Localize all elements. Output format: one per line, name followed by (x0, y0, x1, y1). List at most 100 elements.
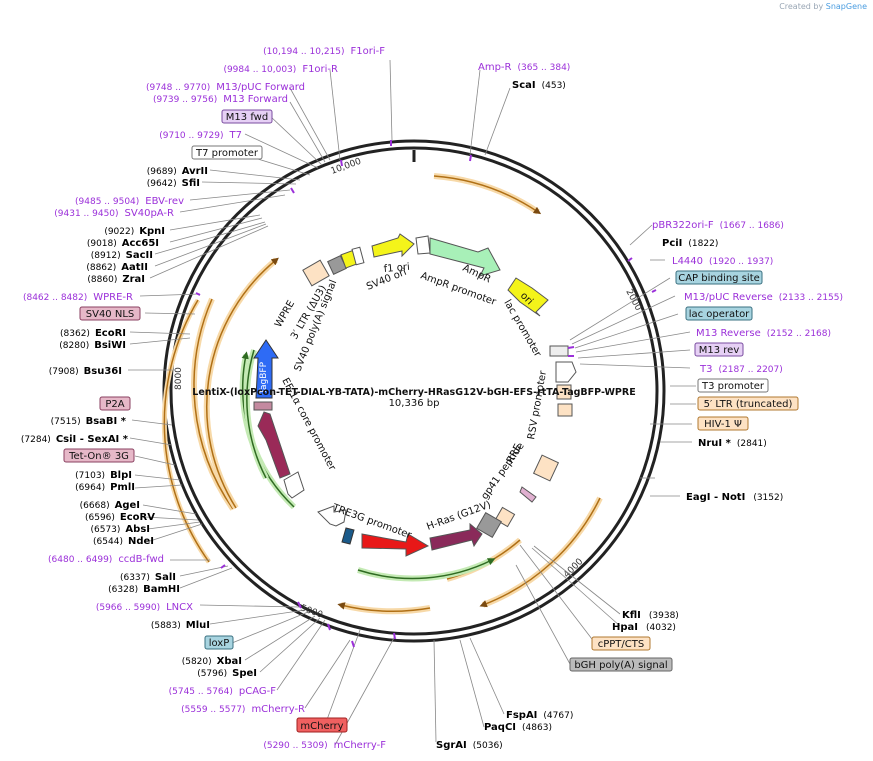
green-feature-arcs (239, 349, 496, 582)
tagbfp-arrow (253, 339, 279, 399)
label-rsv-promoter: RSV promoter (526, 369, 549, 440)
ampr-promoter-box (415, 235, 431, 255)
enzyme-EagI-NotI: EagI - NotI(3152) (686, 492, 783, 503)
svg-text:lac operator: lac operator (689, 309, 750, 320)
enzyme-KpnI: (9022)KpnI (104, 226, 165, 237)
inner-features (253, 233, 577, 557)
psi-box (557, 403, 573, 417)
primer-EBV-rev: (9485 .. 9504)EBV-rev (75, 196, 184, 207)
loxp-marker (341, 527, 355, 545)
box-mcherry: mCherry (296, 717, 348, 733)
box-cap-binding-site: CAP binding site (675, 270, 763, 285)
enzyme-SfiI: (9642)SfiI (147, 178, 200, 189)
enzyme-ScaI: ScaI(453) (512, 80, 566, 91)
enzyme-XbaI: (5820)XbaI (182, 656, 242, 667)
svg-text:P2A: P2A (105, 399, 124, 410)
enzyme-FspAI: FspAI(4767) (506, 710, 573, 721)
enzyme-EcoRV: (6596)EcoRV (85, 512, 155, 523)
primer-F1ori-F: (10,194 .. 10,215)F1ori-F (263, 46, 385, 57)
outer-feature-arcs (161, 173, 603, 615)
svg-text:T3 promoter: T3 promoter (701, 381, 765, 392)
enzyme-CsiI-SexAI: (7284)CsiI - SexAI * (21, 434, 129, 445)
primer-M13pUC-Reverse: M13/pUC Reverse(2133 .. 2155) (684, 292, 843, 303)
enzyme-ZraI: (8860)ZraI (87, 274, 145, 285)
enzyme-Bsu36I: (7908)Bsu36I (49, 366, 122, 377)
hras-arrow (429, 522, 483, 551)
primer-M13-Forward: (9739 .. 9756)M13 Forward (153, 94, 288, 105)
rsv-promoter-arrow (555, 361, 577, 383)
box-cppt-cts: cPPT/CTS (591, 636, 651, 651)
snapgene-logo: SnapGene (825, 2, 867, 11)
enzyme-labels: ScaI(453) PciI(1822) NruI *(2841) EagI -… (21, 80, 783, 751)
enzyme-PaqCI: PaqCI(4863) (484, 722, 552, 733)
bgh-box (476, 512, 502, 538)
feature-boxes: M13 fwd T7 promoter SV40 NLS P2A Tet-On®… (63, 109, 799, 733)
box-hiv1-psi: HIV-1 Ψ (697, 416, 749, 431)
tick-label-10000: 10,000 (330, 157, 363, 177)
box-loxp: loxP (204, 635, 234, 650)
primer-LNCX: (5966 .. 5990)LNCX (96, 602, 193, 613)
svg-text:M13 fwd: M13 fwd (226, 112, 268, 123)
enzyme-SpeI: (5796)SpeI (197, 668, 257, 679)
svg-text:HIV-1 Ψ: HIV-1 Ψ (704, 419, 742, 430)
svg-text:CAP binding site: CAP binding site (678, 273, 760, 284)
primer-SV40pA-R: (9431 .. 9450)SV40pA-R (54, 208, 174, 219)
box-lac-operator: lac operator (685, 306, 753, 321)
enzyme-BsaBI: (7515)BsaBI * (51, 416, 127, 427)
svg-text:mCherry: mCherry (300, 721, 343, 732)
box-m13-fwd: M13 fwd (221, 109, 273, 124)
f1-ori-arrow (371, 233, 415, 258)
svg-text:T7 promoter: T7 promoter (195, 148, 259, 159)
enzyme-KflI: KflI(3938) (622, 610, 679, 621)
box-5-ltr: 5′ LTR (truncated) (697, 396, 799, 411)
primer-ticks (195, 140, 657, 648)
enzyme-AvrII: (9689)AvrII (147, 166, 208, 177)
wpre-box (302, 259, 330, 287)
primer-M13pUC-Forward: (9748 .. 9770)M13/pUC Forward (146, 82, 305, 93)
rre-box (532, 454, 560, 482)
primer-pBR322ori-F: pBR322ori-F(1667 .. 1686) (652, 220, 784, 231)
primer-mCherry-F: (5290 .. 5309)mCherry-F (263, 740, 386, 751)
ampr-arrow (429, 237, 501, 277)
primer-L4440: L4440(1920 .. 1937) (672, 256, 773, 267)
enzyme-AatII: (8862)AatII (86, 262, 148, 273)
primer-ccdB-fwd: (6480 .. 6499)ccdB-fwd (48, 554, 164, 565)
primer-M13-Reverse: M13 Reverse(2152 .. 2168) (696, 328, 831, 339)
primer-Amp-R: Amp-R(365 .. 384) (478, 62, 570, 73)
box-t7-promoter: T7 promoter (191, 145, 263, 160)
label-f1-ori: f1 ori (383, 262, 410, 275)
enzyme-BamHI: (6328)BamHI (108, 584, 180, 595)
p2a-box (253, 401, 273, 411)
ltr-box (556, 384, 572, 400)
leader-lines (128, 59, 696, 746)
svg-text:SV40 NLS: SV40 NLS (86, 309, 135, 320)
enzyme-BlpI: (7103)BlpI (75, 470, 132, 481)
primer-T7: (9710 .. 9729)T7 (159, 130, 242, 141)
rtta-arrow (257, 411, 291, 479)
svg-text:cPPT/CTS: cPPT/CTS (598, 639, 644, 650)
enzyme-BsiWI: (8280)BsiWI (59, 340, 126, 351)
box-sv40-nls: SV40 NLS (79, 306, 141, 321)
primer-labels: (10,194 .. 10,215)F1ori-F (9984 .. 10,00… (23, 46, 843, 751)
label-gp41: gp41 peptide (479, 441, 526, 502)
enzyme-AbsI: (6573)AbsI (90, 524, 150, 535)
svg-text:M13 rev: M13 rev (699, 345, 740, 356)
enzyme-AgeI: (6668)AgeI (80, 500, 140, 511)
svg-text:bGH poly(A) signal: bGH poly(A) signal (574, 660, 667, 671)
svg-text:loxP: loxP (209, 638, 230, 649)
svg-text:Tet-On® 3G: Tet-On® 3G (68, 451, 129, 462)
primer-F1ori-R: (9984 .. 10,003)F1ori-R (223, 64, 338, 75)
enzyme-NruI: NruI *(2841) (698, 438, 767, 449)
box-m13-rev: M13 rev (694, 342, 744, 357)
enzyme-EcoRI: (8362)EcoRI (60, 328, 126, 339)
enzyme-SalI: (6337)SalI (120, 572, 176, 583)
label-wpre: WPRE (273, 299, 297, 330)
tre3g-arrow (317, 505, 347, 527)
primer-mCherry-R: (5559 .. 5577)mCherry-R (181, 704, 305, 715)
box-tet-on-3g: Tet-On® 3G (63, 448, 135, 463)
primer-pCAG-F: (5745 .. 5764)pCAG-F (169, 686, 277, 697)
enzyme-Acc65I: (9018)Acc65I (87, 238, 159, 249)
ef1a-arrow (283, 471, 305, 499)
plasmid-name: LentiX-(loxPcon-TET-DIAL-YB-TATA)-mCherr… (192, 387, 635, 398)
